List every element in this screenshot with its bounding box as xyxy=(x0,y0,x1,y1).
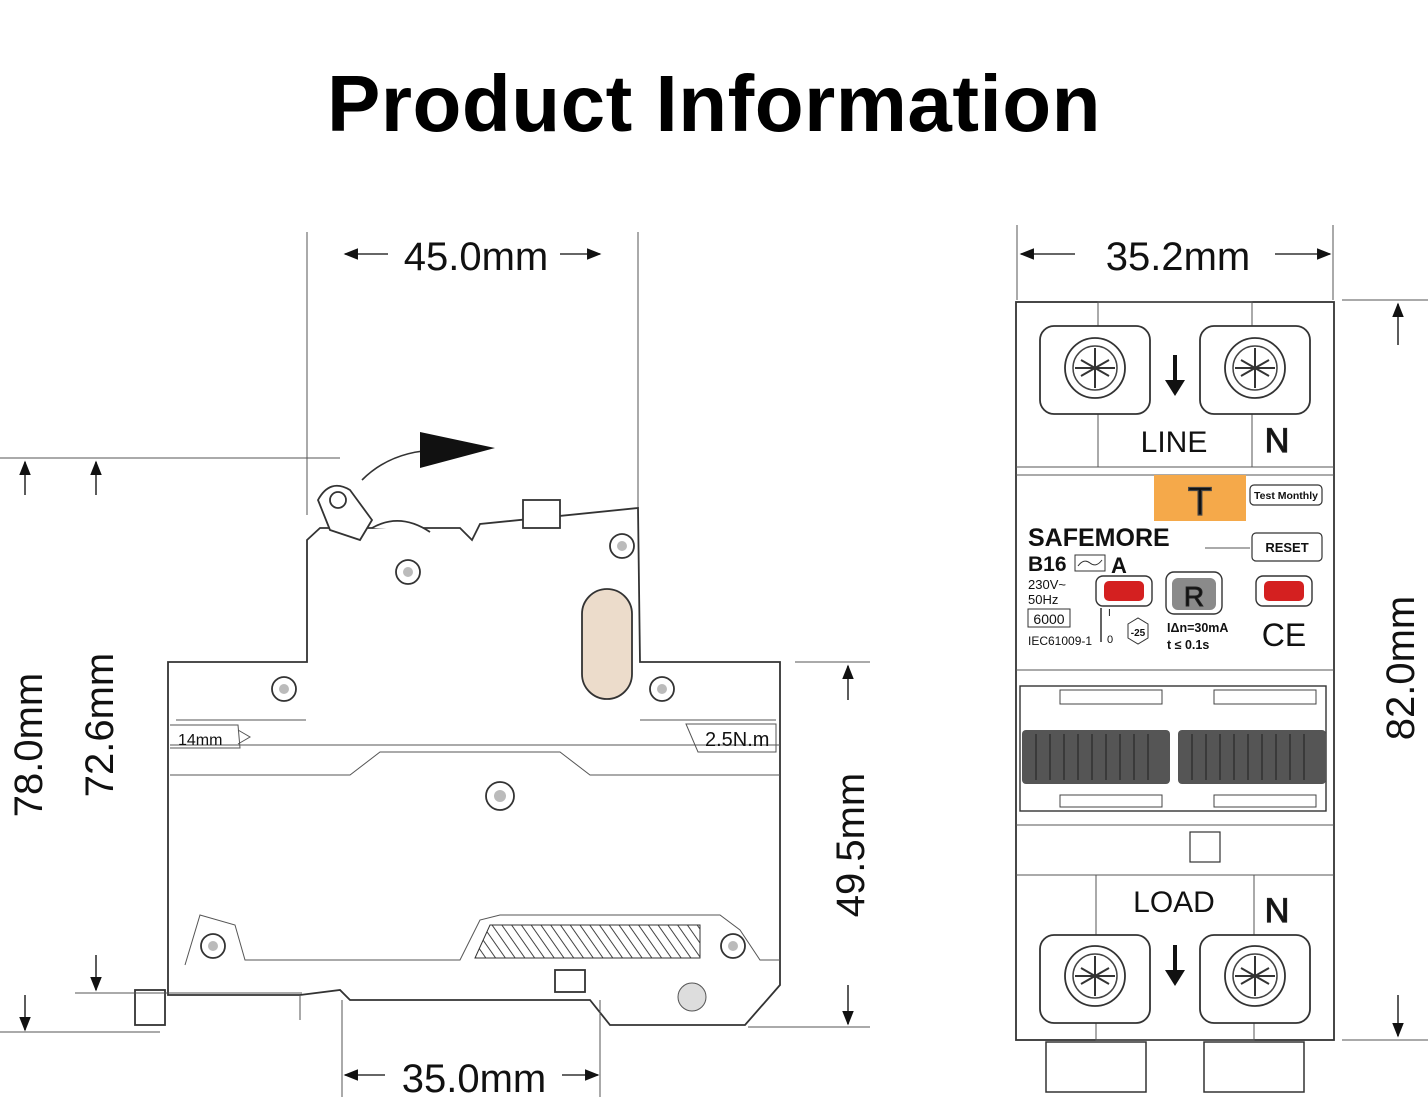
din-clip-right xyxy=(1203,1041,1305,1093)
terminal-screw-icon xyxy=(1039,325,1151,415)
test-monthly-label: Test Monthly xyxy=(1254,490,1318,502)
test-monthly-tag xyxy=(1249,484,1323,506)
off-window-right xyxy=(1213,689,1317,705)
dim-front-height: 49.5mm xyxy=(829,773,873,918)
terminal-screw-icon xyxy=(1199,325,1311,415)
rivets xyxy=(200,533,746,1012)
line-label: LINE xyxy=(1141,426,1208,459)
neutral-bottom-label: N xyxy=(1265,892,1290,930)
detail-line xyxy=(184,914,780,966)
ac-wave-icon xyxy=(1074,554,1106,572)
down-arrow-head-icon xyxy=(1165,970,1185,986)
test-button[interactable] xyxy=(1154,475,1246,521)
din-clip-left xyxy=(1045,1041,1147,1093)
temperature-label: -25 xyxy=(1131,628,1146,639)
r-indicator-window xyxy=(1172,578,1216,610)
left-indicator-red xyxy=(1104,581,1144,601)
ac-wave-path-icon xyxy=(1077,559,1103,567)
strip-length-label: 14mm xyxy=(178,732,222,749)
breaking-capacity-label: 6000 xyxy=(1033,611,1064,627)
temperature-hex-icon xyxy=(1127,617,1149,645)
rotation-arrow-head-icon xyxy=(420,432,495,468)
dim-body-height: 72.6mm xyxy=(78,653,122,798)
dim-top-width: 45.0mm xyxy=(404,235,549,279)
terminal-screw-icon xyxy=(1039,934,1151,1024)
test-button-label: T xyxy=(1188,480,1212,524)
breaking-capacity-box xyxy=(1027,608,1071,628)
dim-total-height: 78.0mm xyxy=(7,673,51,818)
status-window xyxy=(581,588,633,700)
dim-front-height-82: 82.0mm xyxy=(1379,596,1423,741)
torque-tag xyxy=(685,723,777,753)
trip-time-label: t ≤ 0.1s xyxy=(1167,638,1209,652)
brand-label: SAFEMORE xyxy=(1028,524,1170,552)
front-view: 35.2mm 82.0mm LINE xyxy=(1015,225,1428,1093)
dim-bottom-width: 35.0mm xyxy=(402,1057,547,1097)
on-symbol: I xyxy=(1108,608,1111,619)
on-window-right xyxy=(1213,794,1317,808)
din-clip xyxy=(134,989,166,1026)
breaker-front-body xyxy=(1015,301,1335,1041)
on-window-left xyxy=(1059,794,1163,808)
page-title: Product Information xyxy=(327,59,1101,148)
residual-current-label: IΔn=30mA xyxy=(1167,621,1228,635)
r-indicator-label: R xyxy=(1184,581,1204,612)
dim-front-width: 35.2mm xyxy=(1106,235,1251,279)
neutral-top-label: N xyxy=(1265,422,1290,460)
voltage-label: 230V~ xyxy=(1028,577,1066,592)
toggle-grip xyxy=(1035,734,1305,780)
load-label: LOAD xyxy=(1133,886,1215,919)
terminal-screw-icon xyxy=(1199,934,1311,1024)
top-latch xyxy=(522,499,561,529)
small-window xyxy=(1189,831,1221,863)
type-letter-label: A xyxy=(1111,553,1127,578)
strip-length-tag xyxy=(170,724,241,749)
off-symbol: 0 xyxy=(1107,634,1113,646)
frequency-label: 50Hz xyxy=(1028,592,1058,607)
detail-line xyxy=(170,751,780,776)
standard-label: IEC61009-1 xyxy=(1028,634,1092,648)
toggle-knob xyxy=(317,484,431,542)
off-window-left xyxy=(1059,689,1163,705)
lower-latch xyxy=(554,969,586,993)
ce-mark: CE xyxy=(1262,617,1306,653)
strip-arrow-icon xyxy=(237,729,251,745)
torque-label: 2.5N.m xyxy=(705,729,769,751)
down-arrow-head-icon xyxy=(1165,380,1185,396)
reset-tag xyxy=(1251,532,1323,562)
side-view: 45.0mm xyxy=(0,232,873,1097)
right-indicator-red xyxy=(1264,581,1304,601)
vent-grille xyxy=(474,924,701,959)
rating-label: B16 xyxy=(1028,553,1067,576)
reset-label: RESET xyxy=(1265,540,1308,555)
